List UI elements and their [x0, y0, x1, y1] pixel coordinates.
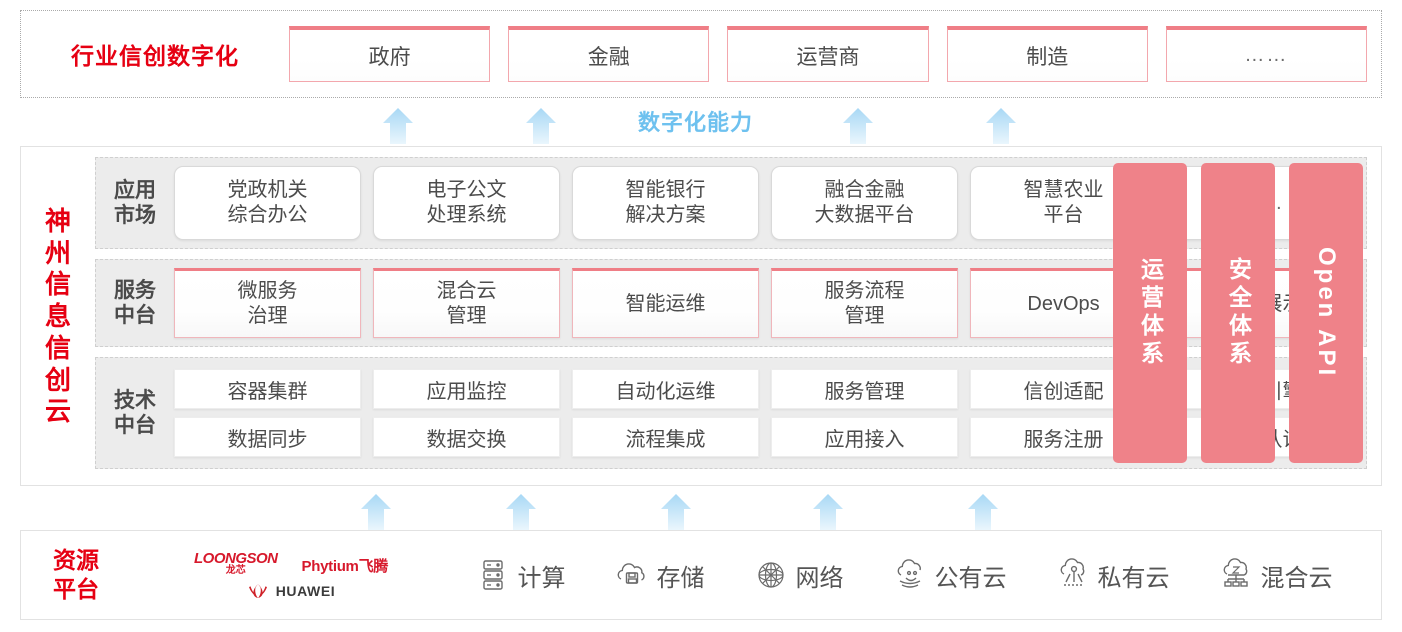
- cloud-title-c2: 州: [44, 237, 71, 268]
- resource-item-label-storage: 存储: [656, 564, 705, 592]
- tech-card-app-access[interactable]: 应用接入: [771, 417, 958, 457]
- pillar-list: 运营体系 安全体系 Open API: [1113, 163, 1363, 463]
- industry-card-telecom[interactable]: 运营商: [727, 26, 929, 82]
- industry-band: 行业信创数字化 政府 金融 运营商 制造 ……: [20, 10, 1382, 98]
- pillar-security-system[interactable]: 安全体系: [1201, 163, 1275, 463]
- huawei-wordmark: HUAWEI: [275, 583, 336, 599]
- up-arrow-icon-9: [960, 492, 1006, 530]
- resource-platform-panel: 资源 平台 LOONGSON 龙芯 Phytium飞腾: [20, 530, 1382, 620]
- resource-item-compute[interactable]: 计算: [476, 558, 566, 593]
- hybrid-cloud-icon: [1219, 558, 1253, 592]
- up-arrow-icon-6: [498, 492, 544, 530]
- pillar-operations-system[interactable]: 运营体系: [1113, 163, 1187, 463]
- layer-label-app-market: 应用 市场: [114, 178, 156, 227]
- app-card-smart-bank[interactable]: 智能银行 解决方案: [572, 166, 759, 240]
- industry-card-list: 政府 金融 运营商 制造 ……: [289, 26, 1381, 82]
- cloud-title-c4: 息: [44, 301, 71, 332]
- app-card-fin-bigdata[interactable]: 融合金融 大数据平台: [771, 166, 958, 240]
- tech-card-process-integration[interactable]: 流程集成: [572, 417, 759, 457]
- app-card-gov-office[interactable]: 党政机关 综合办公: [174, 166, 361, 240]
- vendor-logo-group: LOONGSON 龙芯 Phytium飞腾 HUAWEI: [131, 551, 451, 599]
- phytium-logo: Phytium飞腾: [301, 558, 389, 575]
- pillar-open-api[interactable]: Open API: [1289, 163, 1363, 463]
- layer-label-tech-platform: 技术 中台: [114, 388, 156, 437]
- industry-card-government[interactable]: 政府: [289, 26, 491, 82]
- cloud-title-c6: 创: [44, 364, 71, 395]
- tech-card-container-cluster[interactable]: 容器集群: [174, 369, 361, 409]
- resource-item-label-hybrid-cloud: 混合云: [1260, 564, 1333, 592]
- service-card-smart-ops[interactable]: 智能运维: [572, 268, 759, 338]
- up-arrow-icon-4: [978, 106, 1024, 144]
- up-arrow-icon-5: [353, 492, 399, 530]
- resource-item-public-cloud[interactable]: 公有云: [893, 558, 1007, 593]
- tech-card-auto-ops[interactable]: 自动化运维: [572, 369, 759, 409]
- service-card-list: 微服务 治理 混合云 管理 智能运维 服务流程 管理 D: [174, 268, 1366, 338]
- cloud-storage-icon: [615, 558, 649, 592]
- cloud-title-c5: 信: [44, 332, 71, 363]
- vendor-logo-row-1: LOONGSON 龙芯 Phytium飞腾: [194, 551, 388, 576]
- resource-item-network[interactable]: 网络: [754, 558, 844, 593]
- up-arrow-icon-2: [518, 106, 564, 144]
- tech-card-data-sync[interactable]: 数据同步: [174, 417, 361, 457]
- layer-label-service-platform: 服务 中台: [114, 278, 156, 327]
- loongson-logo: LOONGSON 龙芯: [194, 550, 278, 576]
- up-arrow-icon-8: [805, 492, 851, 530]
- industry-band-title: 行业信创数字化: [71, 43, 239, 69]
- up-arrow-icon-3: [835, 106, 881, 144]
- huawei-petal-icon: [247, 583, 269, 599]
- cloud-title-c3: 信: [44, 269, 71, 300]
- cloud-title-c7: 云: [44, 396, 71, 427]
- industry-card-finance[interactable]: 金融: [508, 26, 710, 82]
- resource-arrow-strip: [20, 488, 1382, 530]
- resource-item-label-private-cloud: 私有云: [1097, 564, 1170, 592]
- service-card-microservice-gov[interactable]: 微服务 治理: [174, 268, 361, 338]
- service-card-process-mgmt[interactable]: 服务流程 管理: [771, 268, 958, 338]
- capability-label: 数字化能力: [638, 110, 754, 135]
- resource-item-label-compute: 计算: [517, 564, 566, 592]
- resource-item-label-public-cloud: 公有云: [934, 564, 1007, 592]
- cloud-panel: 神 州 信 息 信 创 云 应用 市场 党政机关 综合办公: [20, 146, 1382, 486]
- capability-arrow-strip: 数字化能力: [20, 100, 1382, 144]
- resource-item-label-network: 网络: [795, 564, 844, 592]
- resource-platform-title: 资源 平台: [53, 547, 99, 602]
- industry-card-more[interactable]: ……: [1165, 26, 1368, 82]
- service-card-hybrid-cloud-mgmt[interactable]: 混合云 管理: [373, 268, 560, 338]
- resource-item-storage[interactable]: 存储: [615, 558, 705, 593]
- up-arrow-icon-1: [375, 106, 421, 144]
- up-arrow-icon-7: [653, 492, 699, 530]
- cloud-panel-title: 神 州 信 息 信 创 云: [21, 147, 95, 485]
- vendor-logo-row-2: HUAWEI: [247, 583, 336, 599]
- app-card-edoc-system[interactable]: 电子公文 处理系统: [373, 166, 560, 240]
- resource-item-private-cloud[interactable]: 私有云: [1056, 558, 1170, 593]
- private-cloud-icon: [1056, 558, 1090, 592]
- resource-item-hybrid-cloud[interactable]: 混合云: [1219, 558, 1333, 593]
- cloud-panel-body: 应用 市场 党政机关 综合办公 电子公文 处理系统 智能银行 解决方案: [95, 147, 1381, 485]
- cloud-title-c1: 神: [44, 205, 71, 236]
- resource-item-list: 计算 存储: [451, 558, 1381, 593]
- tech-card-data-exchange[interactable]: 数据交换: [373, 417, 560, 457]
- network-mesh-icon: [754, 558, 788, 592]
- public-cloud-icon: [893, 558, 927, 592]
- tech-card-service-mgmt[interactable]: 服务管理: [771, 369, 958, 409]
- industry-card-manufacturing[interactable]: 制造: [946, 26, 1148, 82]
- tech-card-app-monitor[interactable]: 应用监控: [373, 369, 560, 409]
- server-icon: [476, 558, 510, 592]
